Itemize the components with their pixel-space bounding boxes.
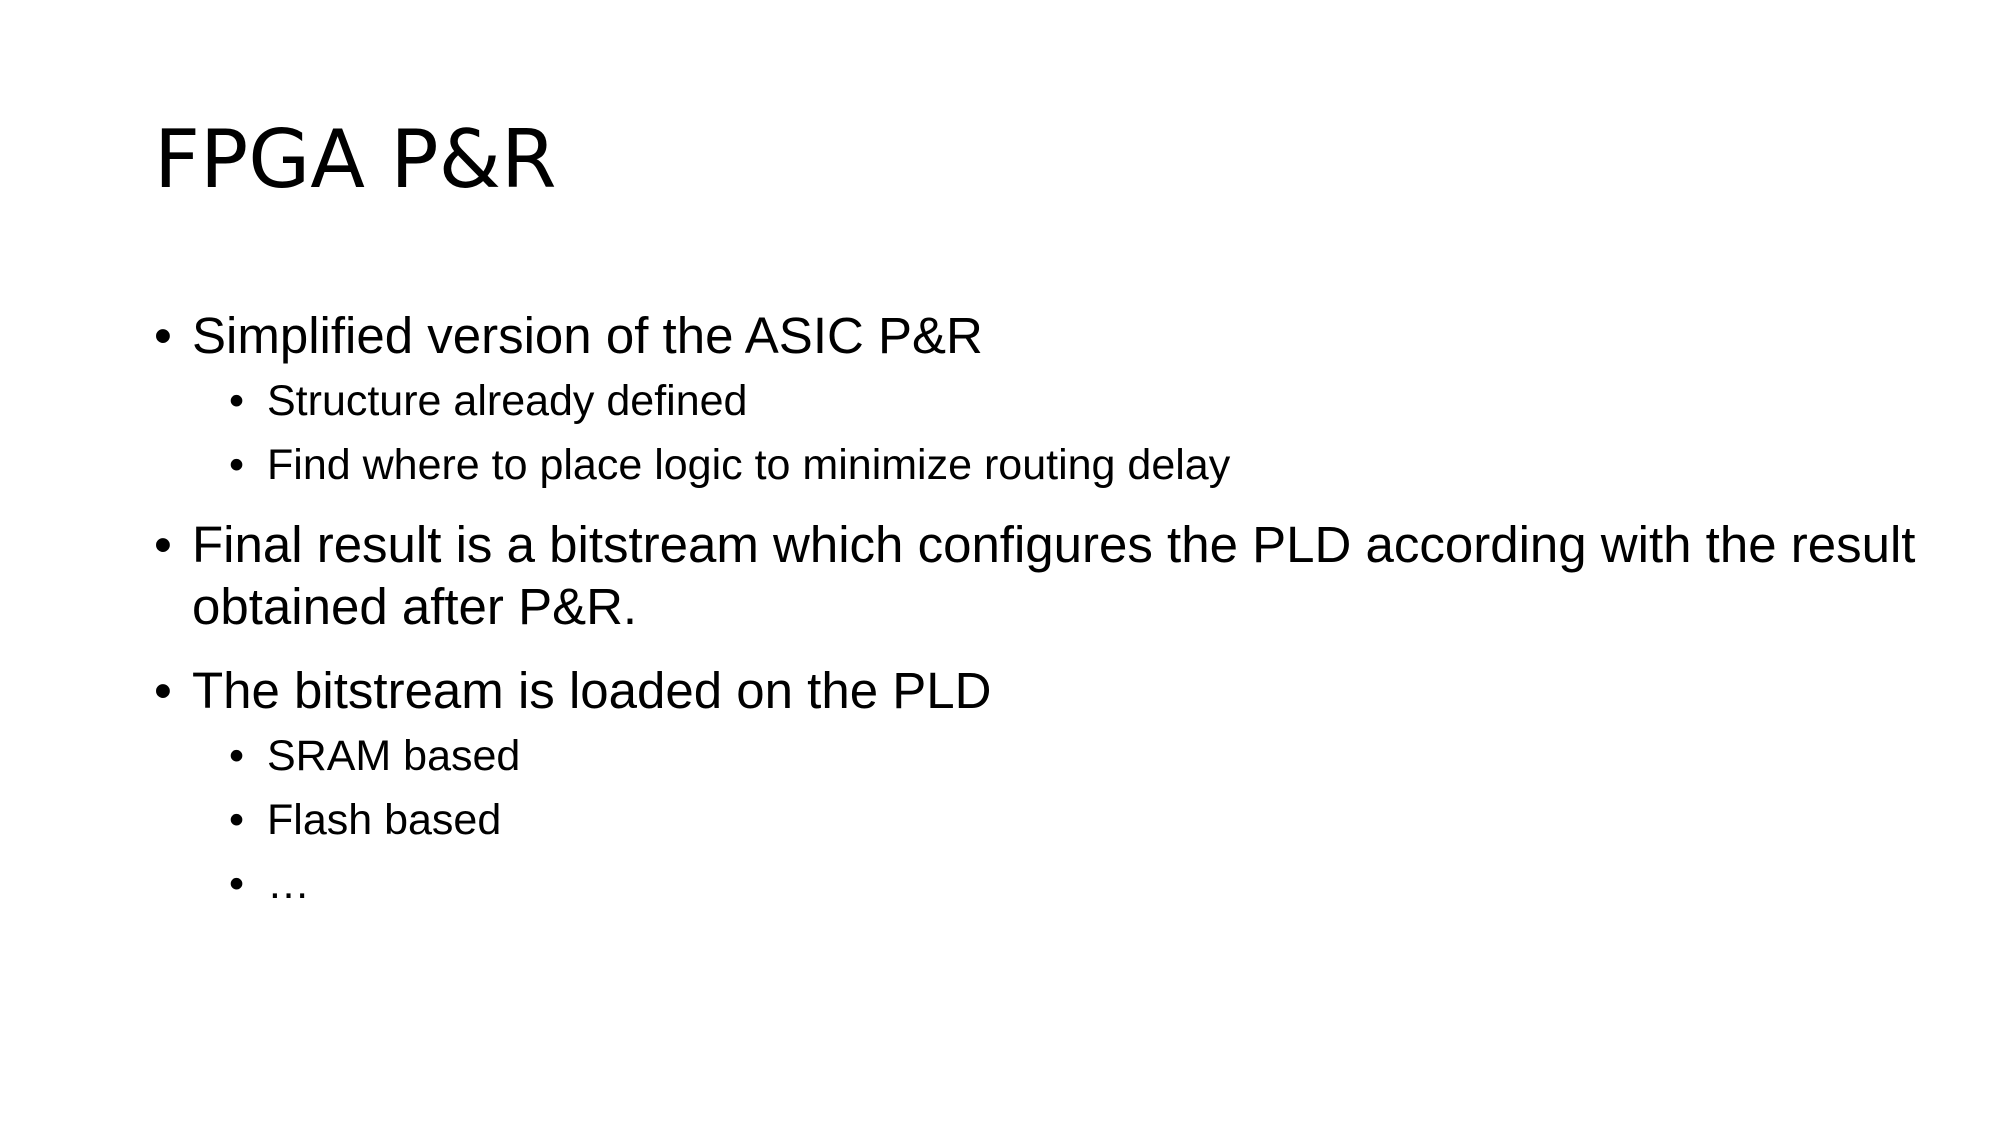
- sub-bullet-text: Find where to place logic to minimize ro…: [267, 441, 1231, 489]
- bullet-icon: •: [229, 732, 245, 780]
- sub-bullet-item: • …: [154, 858, 1934, 911]
- sub-bullet-item: • Find where to place logic to minimize …: [154, 439, 1934, 492]
- slide-title: FPGA P&R: [154, 113, 557, 206]
- bullet-icon: •: [229, 796, 245, 844]
- sub-bullet-list: • SRAM based • Flash based • …: [192, 730, 1934, 911]
- bullet-text: Final result is a bitstream which config…: [192, 516, 1916, 635]
- sub-bullet-item: • Structure already defined: [154, 375, 1934, 428]
- bullet-item: • Simplified version of the ASIC P&R • S…: [154, 305, 1934, 492]
- slide-body: • Simplified version of the ASIC P&R • S…: [154, 305, 1934, 933]
- bullet-list: • Simplified version of the ASIC P&R • S…: [154, 305, 1934, 911]
- sub-bullet-text: Structure already defined: [267, 377, 748, 425]
- sub-bullet-text: …: [267, 860, 310, 908]
- sub-bullet-item: • Flash based: [154, 794, 1934, 847]
- bullet-text: The bitstream is loaded on the PLD: [192, 662, 992, 719]
- sub-bullet-list: • Structure already defined • Find where…: [192, 375, 1934, 492]
- bullet-item: • Final result is a bitstream which conf…: [154, 514, 1934, 638]
- bullet-icon: •: [229, 377, 245, 425]
- sub-bullet-text: SRAM based: [267, 732, 521, 780]
- bullet-text: Simplified version of the ASIC P&R: [192, 307, 983, 364]
- bullet-icon: •: [229, 860, 245, 908]
- bullet-icon: •: [154, 662, 172, 719]
- bullet-icon: •: [229, 441, 245, 489]
- bullet-item: • The bitstream is loaded on the PLD • S…: [154, 660, 1934, 911]
- sub-bullet-text: Flash based: [267, 796, 502, 844]
- bullet-icon: •: [154, 516, 172, 573]
- sub-bullet-item: • SRAM based: [154, 730, 1934, 783]
- bullet-icon: •: [154, 307, 172, 364]
